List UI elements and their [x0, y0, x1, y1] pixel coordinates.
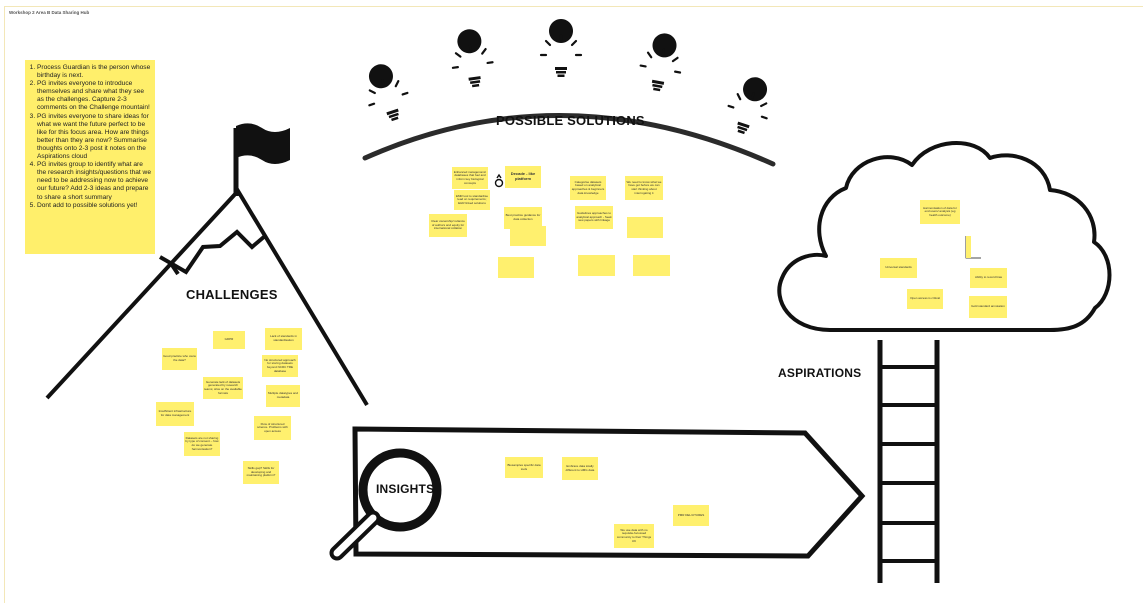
- challenge-note[interactable]: Insufficient infrastructure for data man…: [156, 402, 194, 426]
- solution-note[interactable]: Guidelines approaches to analytical appr…: [575, 206, 613, 229]
- solutions-arc: [362, 112, 776, 167]
- challenge-note[interactable]: Good practice who owns the data?: [162, 348, 197, 370]
- challenge-note[interactable]: Generate lack of datasets generated by r…: [203, 377, 243, 399]
- lightbulb-icon: [357, 57, 416, 128]
- instruction-item: PG invites group to identify what are th…: [37, 161, 152, 201]
- ring-icon: [494, 173, 504, 188]
- aspiration-note[interactable]: Gold standard annotation: [969, 296, 1007, 318]
- instruction-item: Process Guardian is the person whose bir…: [37, 64, 152, 80]
- instruction-item: PG invites everyone to share ideas for w…: [37, 113, 152, 162]
- solution-note[interactable]: [633, 255, 670, 276]
- solution-note[interactable]: Best practice guidance for data collecti…: [504, 207, 542, 229]
- challenge-note[interactable]: Lack of standards in standardisation: [265, 328, 302, 350]
- solution-note[interactable]: [578, 255, 615, 276]
- ladder-icon: [877, 340, 940, 583]
- instructions-note[interactable]: Process Guardian is the person whose bir…: [25, 60, 155, 254]
- challenge-note[interactable]: Skills gap? Skills for developing and ma…: [243, 461, 279, 484]
- solution-note[interactable]: [498, 257, 534, 278]
- solution-note[interactable]: Categorise datasets based on analytical …: [570, 176, 606, 200]
- lightbulb-icon: [446, 25, 497, 91]
- solution-note[interactable]: We need to know what we have got before …: [625, 176, 663, 200]
- insight-note[interactable]: Embrace data totally different to HMG da…: [562, 457, 598, 480]
- instruction-item: Dont add to possible solutions yet!: [37, 202, 152, 210]
- aspiration-note[interactable]: Harmonisation of data for end users/ ana…: [920, 200, 960, 224]
- lightbulb-icon: [720, 70, 779, 141]
- instruction-item: PG invites everyone to introduce themsel…: [37, 80, 152, 112]
- solution-note[interactable]: EMR tool to standardise lead on requirem…: [454, 190, 490, 210]
- challenge-note[interactable]: Multiple datatypes and metadata: [266, 385, 300, 407]
- aspiration-note[interactable]: Ability to record bias: [970, 268, 1007, 288]
- board-title: Workshop 2 Area B Data Sharing Hub: [9, 10, 90, 15]
- solution-note[interactable]: Clear ownership/ reliance of authors and…: [429, 214, 467, 237]
- insight-note[interactable]: Biosamples specific data tools: [505, 457, 543, 478]
- possible-solutions-heading: POSSIBLE SOLUTIONS: [496, 113, 645, 128]
- challenges-heading: CHALLENGES: [186, 287, 278, 302]
- flag-icon: [233, 123, 290, 196]
- aspiration-note[interactable]: Open access is critical: [907, 289, 943, 309]
- challenge-note[interactable]: Flow of structured science. Problems wit…: [254, 416, 291, 440]
- solution-note[interactable]: [627, 217, 663, 238]
- challenge-note[interactable]: Datasets are not sharing by type of cons…: [184, 432, 220, 456]
- solution-note[interactable]: Decade - like platform: [505, 166, 541, 188]
- aspirations-heading: ASPIRATIONS: [778, 366, 862, 380]
- lightbulb-icon: [635, 29, 688, 96]
- insight-note[interactable]: PMR DEL/UTURES: [673, 505, 709, 526]
- insight-note[interactable]: We use data with no requisite-focussed c…: [614, 524, 654, 548]
- challenge-note[interactable]: GDPR: [213, 331, 245, 349]
- solution-note[interactable]: [510, 226, 546, 246]
- magnifier-icon: [329, 448, 442, 561]
- board-frame: [4, 6, 1143, 603]
- solution-note[interactable]: Enhanced metagenomic databases that fuel…: [452, 167, 488, 189]
- challenge-note[interactable]: No structured approach for storing datas…: [262, 355, 298, 377]
- insights-heading: INSIGHTS: [376, 482, 435, 496]
- aspiration-note[interactable]: Universal standards: [880, 258, 917, 278]
- aspiration-note[interactable]: [966, 236, 971, 258]
- cloud-icon: [777, 140, 1112, 332]
- lightbulb-icon: [539, 17, 583, 79]
